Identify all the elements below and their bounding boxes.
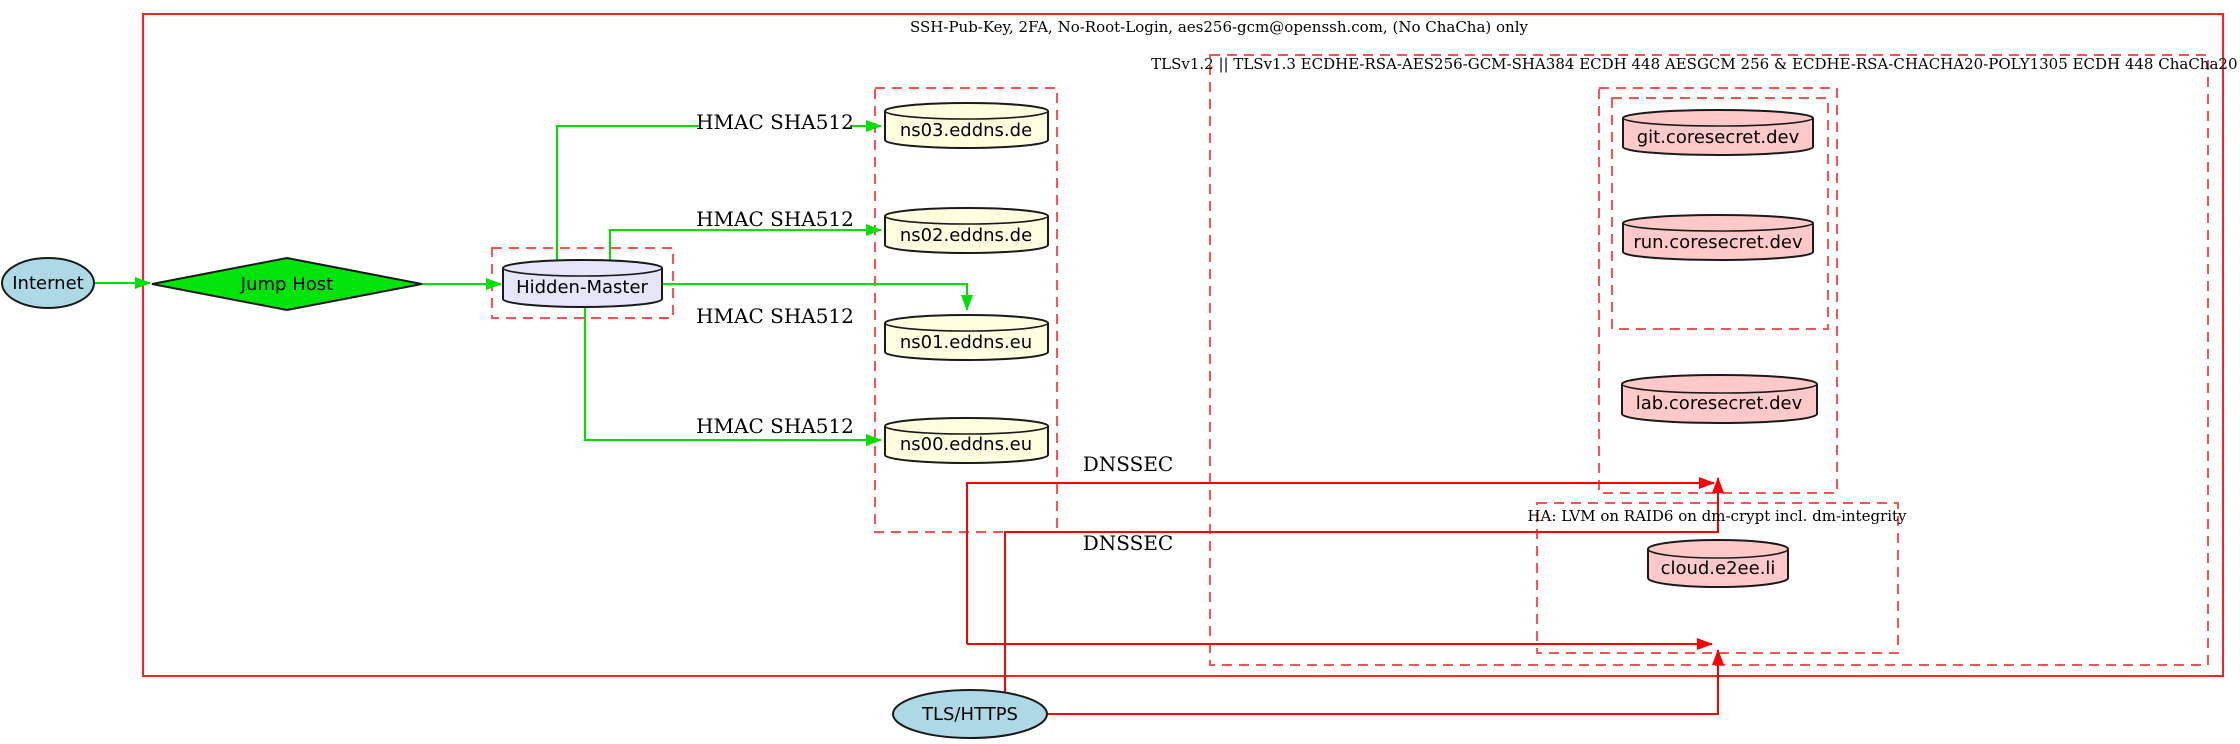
node-ns01: ns01.eddns.eu xyxy=(884,314,1049,361)
ns02-label: ns02.eddns.de xyxy=(900,225,1032,246)
edge-label-bg xyxy=(700,309,850,325)
ns00-cylinder xyxy=(884,417,1049,464)
ns02-cylinder-lid xyxy=(884,215,1049,225)
git-cylinder-lid xyxy=(1622,117,1814,127)
edge-label-dnssec-bottom: DNSSEC xyxy=(1083,531,1174,555)
tls-https-ellipse xyxy=(892,689,1048,739)
lab-label: lab.coresecret.dev xyxy=(1636,393,1803,414)
ns03-cylinder-lid xyxy=(884,110,1049,120)
edge-label-dnssec-top: DNSSEC xyxy=(1083,452,1174,476)
edge-label-bg xyxy=(700,212,850,228)
edge-label-hmac-ns00: HMAC SHA512 xyxy=(696,414,854,438)
run-cylinder-lid xyxy=(1622,222,1814,232)
edge-hiddenmaster-ns02 xyxy=(609,224,882,264)
node-ns02: ns02.eddns.de xyxy=(884,207,1049,254)
cluster-coresecret-border xyxy=(1598,87,1838,494)
node-run: run.coresecret.dev xyxy=(1622,214,1814,261)
cloud-cylinder-lid xyxy=(1647,548,1789,559)
cluster-ssh-border xyxy=(142,13,2224,677)
ns01-cylinder xyxy=(884,314,1049,361)
edge-hiddenmaster-ns01 xyxy=(662,283,973,311)
edge-hiddenmaster-ns03 xyxy=(556,120,882,264)
ns00-label: ns00.eddns.eu xyxy=(900,434,1032,455)
cloud-cylinder xyxy=(1647,539,1789,588)
node-git: git.coresecret.dev xyxy=(1622,109,1814,156)
node-tls-https: TLS/HTTPS xyxy=(892,689,1048,739)
lab-cylinder-lid xyxy=(1621,383,1818,394)
ns03-label: ns03.eddns.de xyxy=(900,120,1032,141)
ns00-cylinder-lid xyxy=(884,425,1049,435)
edge-label-bg xyxy=(700,115,850,132)
git-cylinder xyxy=(1622,109,1814,156)
node-ns03: ns03.eddns.de xyxy=(884,102,1049,149)
edge-dnssec-to-coresecret xyxy=(966,477,1715,644)
hidden-master-cylinder xyxy=(502,259,663,308)
ns02-cylinder xyxy=(884,207,1049,254)
cluster-tls-border xyxy=(1209,54,2209,666)
node-ns00: ns00.eddns.eu xyxy=(884,417,1049,464)
cluster-ssh-label: SSH-Pub-Key, 2FA, No-Root-Login, aes256-… xyxy=(910,18,1529,36)
hidden-master-label: Hidden-Master xyxy=(516,277,648,298)
edge-tlshttps-to-coresecret xyxy=(1004,477,1724,692)
lab-cylinder xyxy=(1621,374,1818,424)
edge-label-hmac-ns03: HMAC SHA512 xyxy=(696,110,854,134)
cluster-ha-label: HA: LVM on RAID6 on dm-crypt incl. dm-in… xyxy=(1527,507,1907,525)
jump-host-diamond xyxy=(151,256,423,312)
git-label: git.coresecret.dev xyxy=(1637,127,1800,148)
ns03-cylinder xyxy=(884,102,1049,149)
edge-label-bg xyxy=(700,419,850,435)
jump-host-label: Jump Host xyxy=(240,274,333,295)
edge-label-hmac-ns01: HMAC SHA512 xyxy=(696,304,854,328)
ns01-label: ns01.eddns.eu xyxy=(900,332,1032,353)
ns01-cylinder-lid xyxy=(884,322,1049,332)
node-lab: lab.coresecret.dev xyxy=(1621,374,1818,424)
node-cloud: cloud.e2ee.li xyxy=(1647,539,1789,588)
tls-https-label: TLS/HTTPS xyxy=(921,704,1018,725)
edge-hiddenmaster-ns00 xyxy=(584,303,882,446)
edge-label-hmac-ns02: HMAC SHA512 xyxy=(696,207,854,231)
cluster-tls-label: TLSv1.2 || TLSv1.3 ECDHE-RSA-AES256-GCM-… xyxy=(1151,55,2240,73)
run-cylinder xyxy=(1622,214,1814,261)
node-jump-host: Jump Host xyxy=(151,256,423,312)
internet-label: Internet xyxy=(12,273,83,294)
node-hidden-master: Hidden-Master xyxy=(502,259,663,308)
node-internet: Internet xyxy=(1,257,95,309)
edge-tlshttps-to-ha xyxy=(1047,649,1724,715)
cluster-coresecret-inner-border xyxy=(1611,97,1829,330)
run-label: run.coresecret.dev xyxy=(1633,232,1803,253)
internet-ellipse xyxy=(1,257,95,309)
cloud-label: cloud.e2ee.li xyxy=(1661,558,1776,579)
hidden-master-cylinder-lid xyxy=(502,267,663,277)
